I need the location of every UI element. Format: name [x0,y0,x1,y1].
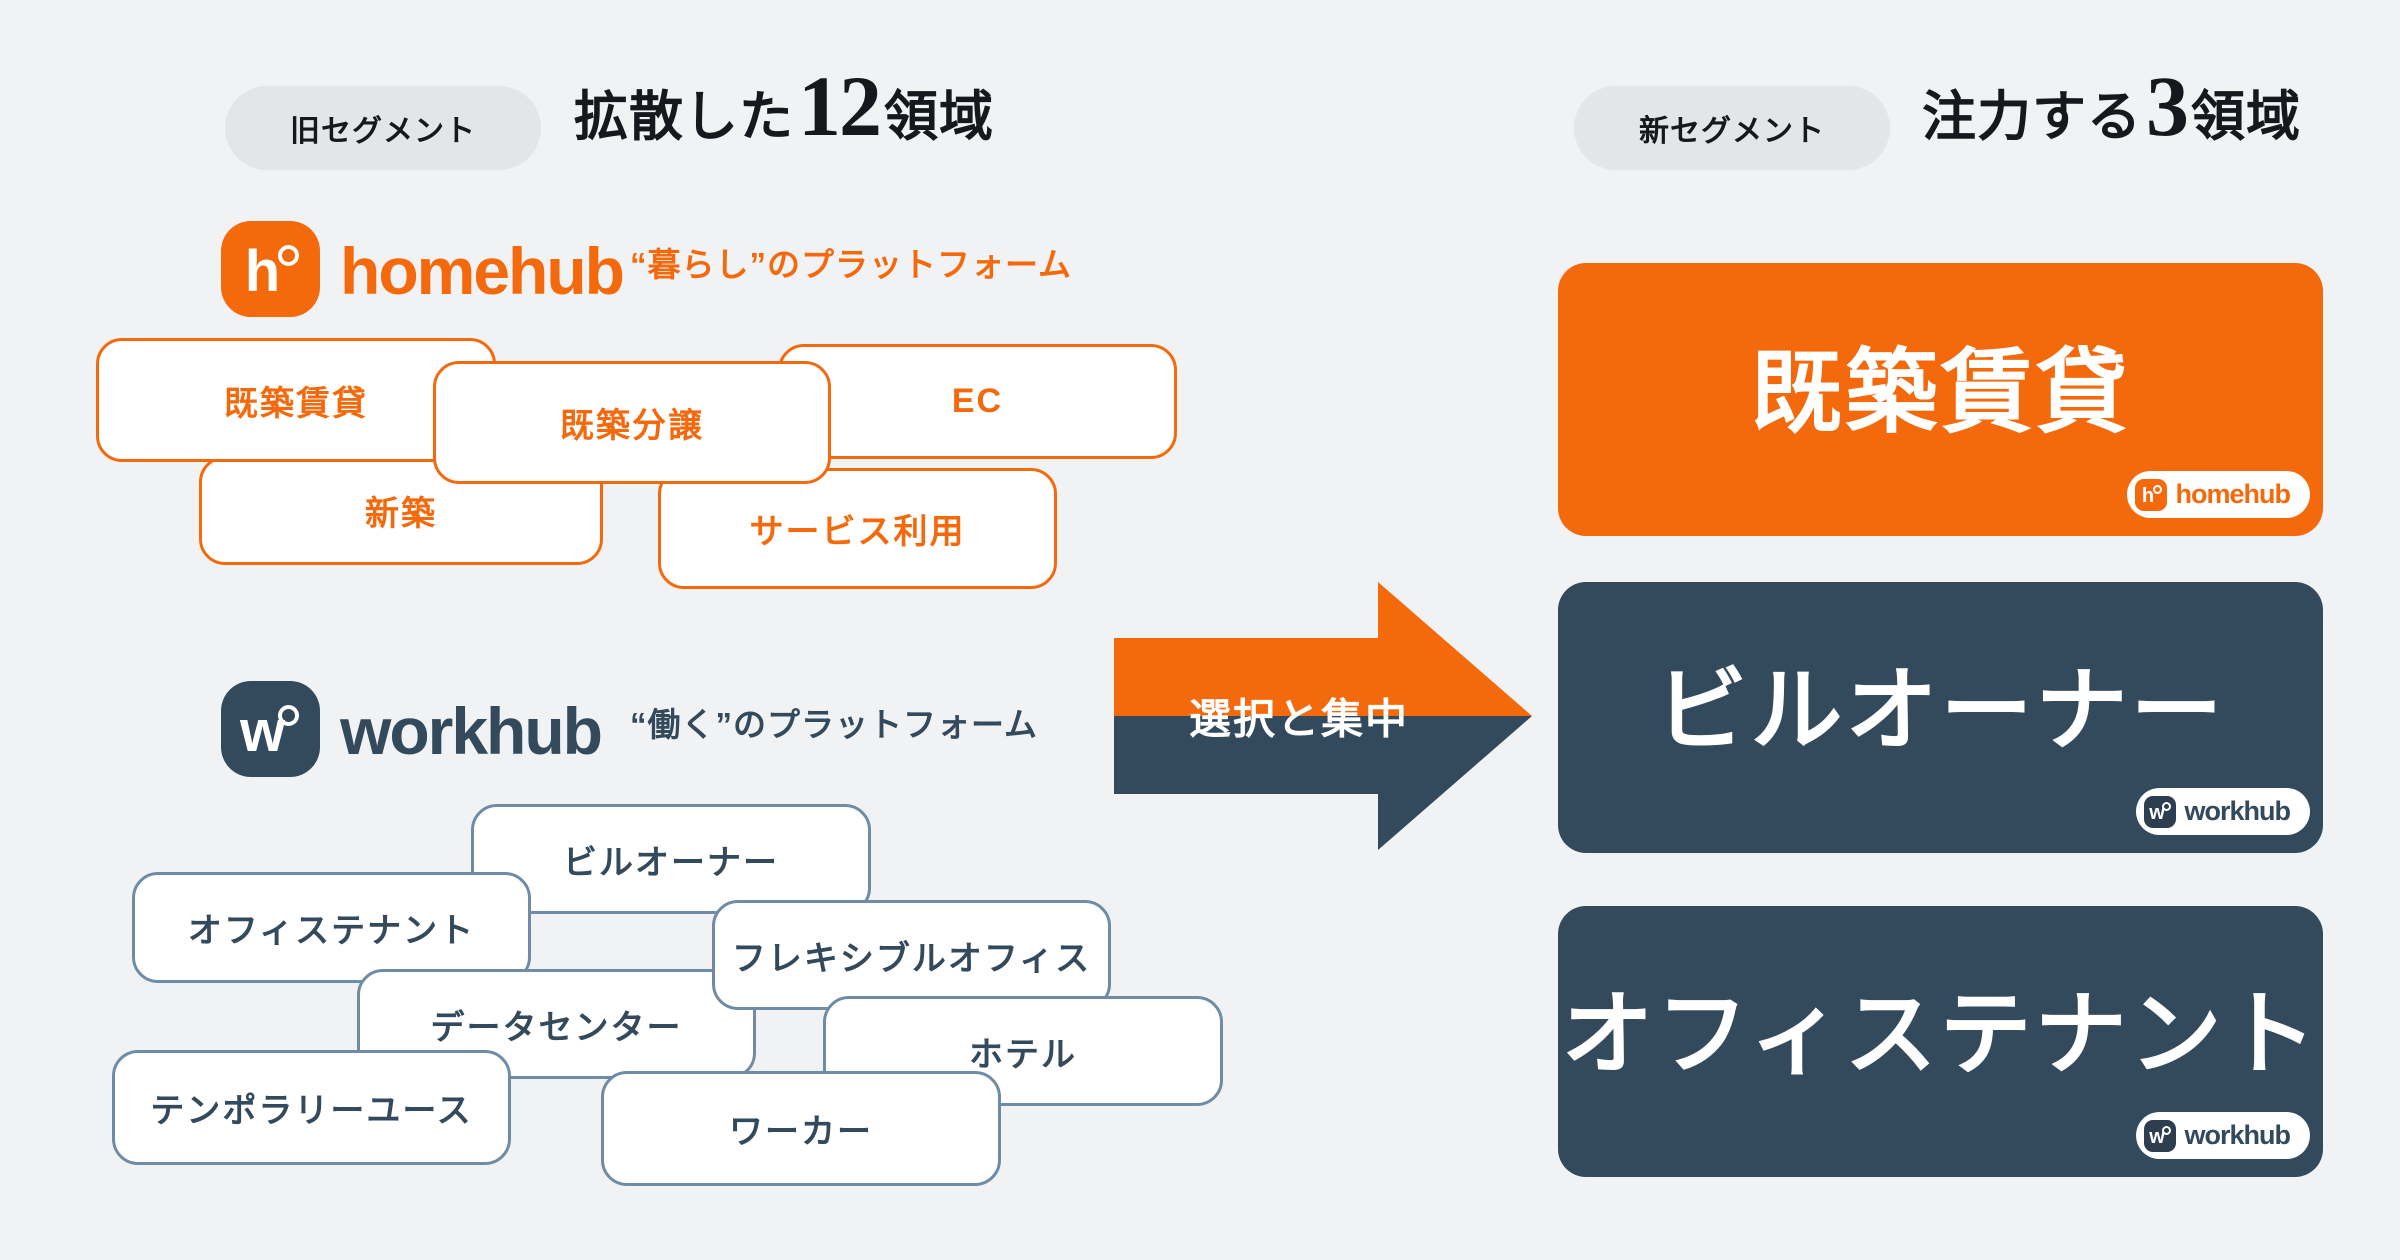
workhub-tagline: “働く”のプラットフォーム [630,706,1039,743]
new-title-suffix: 領域 [2191,87,2301,147]
homehub-badge: h homehub [2126,471,2310,518]
new-title-prefix: 注力する [1922,87,2142,147]
segment-box-service-use: サービス利用 [658,468,1057,589]
workhub-icon: w [2143,1119,2176,1152]
badge-brand-label: workhub [2184,1120,2291,1150]
degree-ring-icon [2161,801,2171,811]
focus-card-office-tenant: オフィステナント w workhub [1558,906,2323,1177]
homehub-wordmark: homehub [340,234,625,308]
old-title-suffix: 領域 [884,87,994,147]
old-title-prefix: 拡散した [574,87,794,147]
badge-brand-label: workhub [2184,796,2291,826]
homehub-glyph: h [244,239,281,304]
workhub-wordmark: workhub [340,694,603,768]
badge-brand-label: homehub [2175,479,2291,509]
segment-box-temporary-use: テンポラリーユース [112,1050,511,1165]
segment-box-ec: EC [778,344,1177,459]
focus-card-label: オフィステナント [1561,984,2320,1086]
homehub-icon: h [2134,478,2167,511]
segment-box-existing-sale: 既築分譲 [433,361,831,484]
focus-card-building-owner: ビルオーナー w workhub [1558,582,2323,853]
focus-card-label: ビルオーナー [1655,660,2226,762]
focus-card-existing-rental: 既築賃貸 h homehub [1558,263,2323,536]
workhub-logo-icon: w [221,681,320,777]
old-title-number: 12 [798,58,882,154]
degree-ring-icon [2161,1125,2171,1135]
workhub-badge: w workhub [2135,788,2310,835]
degree-ring-icon [278,705,299,726]
segment-box-data-center: データセンター [357,969,756,1079]
old-segment-badge: 旧セグメント [225,86,541,170]
workhub-icon: w [2143,795,2176,828]
segment-box-building-owner: ビルオーナー [471,804,871,914]
focus-card-label: 既築賃貸 [1750,342,2131,444]
homehub-glyph: h [2141,484,2155,507]
degree-ring-icon [278,245,299,266]
workhub-glyph: w [239,699,286,764]
segment-box-flexible-office: フレキシブルオフィス [712,900,1111,1010]
segment-box-worker: ワーカー [601,1071,1001,1186]
segment-box-existing-rental: 既築賃貸 [96,338,496,462]
workhub-glyph: w [2149,801,2165,824]
segment-box-new-build: 新築 [199,456,603,565]
homehub-logo-icon: h [221,221,320,317]
workhub-glyph: w [2149,1125,2165,1148]
homehub-tagline: “暮らし”のプラットフォーム [630,246,1073,283]
segment-box-hotel: ホテル [823,996,1223,1106]
degree-ring-icon [2152,484,2162,494]
segment-box-office-tenant: オフィステナント [132,872,531,983]
workhub-badge: w workhub [2135,1112,2310,1159]
new-segment-badge: 新セグメント [1574,86,1890,170]
right-arrow-shape: 選択と集中 [1114,582,1532,850]
arrow-label: 選択と集中 [1188,695,1409,743]
new-title-number: 3 [2146,58,2189,154]
